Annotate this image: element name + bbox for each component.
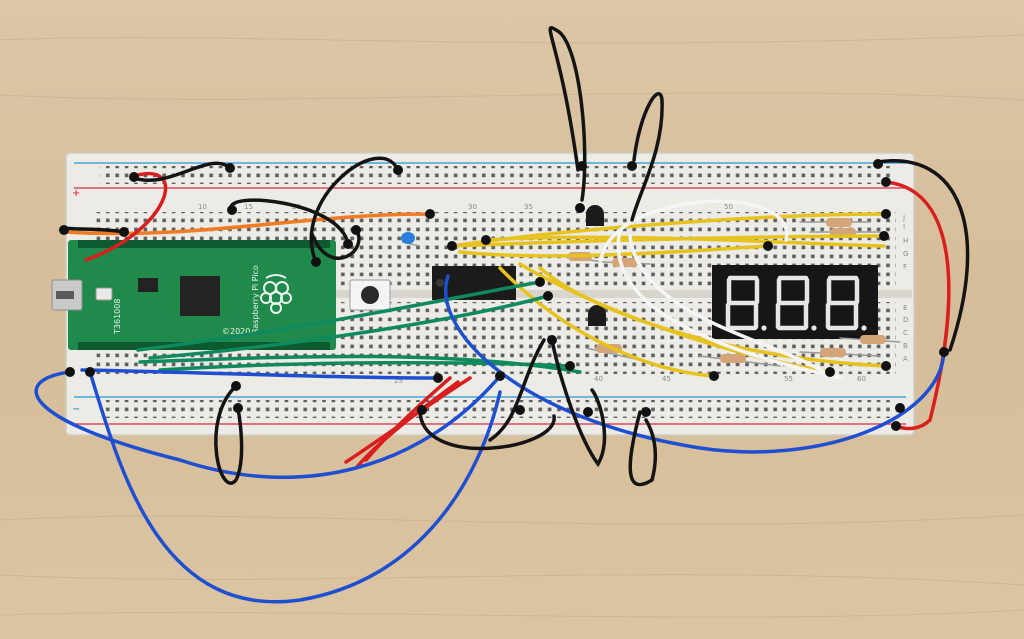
transistors: [586, 205, 606, 326]
wood-grain-lines: [0, 34, 1024, 618]
col-35: 35: [524, 203, 533, 211]
display-digit-1: [725, 275, 760, 331]
resistor: [799, 218, 871, 227]
col-55: 55: [784, 375, 793, 383]
pico-flash-chip: [138, 278, 158, 292]
pico-bootsel-button: [95, 287, 113, 301]
pico-board-label: Raspberry Pi Pico: [251, 265, 260, 334]
top-rail-plus-sign: +: [72, 188, 80, 199]
jumper-wires: [34, 26, 970, 604]
resistor: [699, 354, 781, 367]
col-40: 40: [594, 375, 603, 383]
display-digit-2: [775, 275, 810, 331]
orange-wire: [62, 212, 432, 236]
raspberry-pi-pico-board: Raspberry Pi Pico ©2020 T361008: [51, 240, 336, 350]
resistor: [799, 348, 881, 357]
pico-pin-header-top: [78, 240, 330, 248]
row-i: I: [903, 223, 905, 231]
row-f: F: [903, 263, 907, 271]
bottom-rail-minus-sign: −: [72, 404, 80, 415]
pico-part-code: T361008: [113, 299, 122, 335]
display-dp-1: [761, 325, 767, 331]
ceramic-capacitor: [401, 232, 421, 247]
transistor-1: [586, 205, 604, 226]
pico-usb-port-opening: [56, 291, 74, 299]
row-d: D: [903, 316, 908, 324]
col-25: 25: [394, 377, 403, 385]
seven-segment-display: [712, 265, 878, 339]
row-c: C: [903, 329, 908, 337]
col-60: 60: [857, 375, 866, 383]
transistor-2: [588, 305, 606, 326]
red-wires: [84, 172, 951, 470]
col-15: 15: [244, 203, 253, 211]
row-j: J: [902, 214, 905, 222]
display-dp-2: [811, 325, 817, 331]
column-numbers: 10 15 20 25 30 35 40 45 50 55 60: [198, 203, 866, 385]
ic-notch: [436, 279, 444, 287]
tactile-push-button: [349, 279, 391, 311]
pico-year-label: ©2020: [222, 327, 250, 336]
col-50: 50: [724, 203, 733, 211]
pico-pin-header-bottom: [78, 342, 330, 350]
col-45: 45: [662, 375, 671, 383]
pico-rp2040-chip: [180, 276, 220, 316]
row-g: G: [903, 250, 908, 258]
col-10: 10: [198, 203, 207, 211]
row-letters: J I H G F E D C B A: [902, 214, 908, 363]
green-wires: [136, 280, 582, 374]
display-dp-3: [861, 325, 867, 331]
raspberry-logo-icon: [260, 274, 292, 314]
row-e: E: [903, 304, 907, 312]
wire-end-caps: [59, 159, 949, 431]
push-button-cap: [361, 286, 379, 304]
white-wires: [598, 199, 844, 380]
top-power-rail-holes: [100, 166, 890, 184]
row-a: A: [903, 355, 908, 363]
row-b: B: [903, 342, 908, 350]
display-digit-3: [825, 275, 860, 331]
row-h: H: [903, 237, 908, 245]
col-30: 30: [468, 203, 477, 211]
resistor: [839, 335, 901, 344]
blue-wires: [34, 274, 946, 604]
